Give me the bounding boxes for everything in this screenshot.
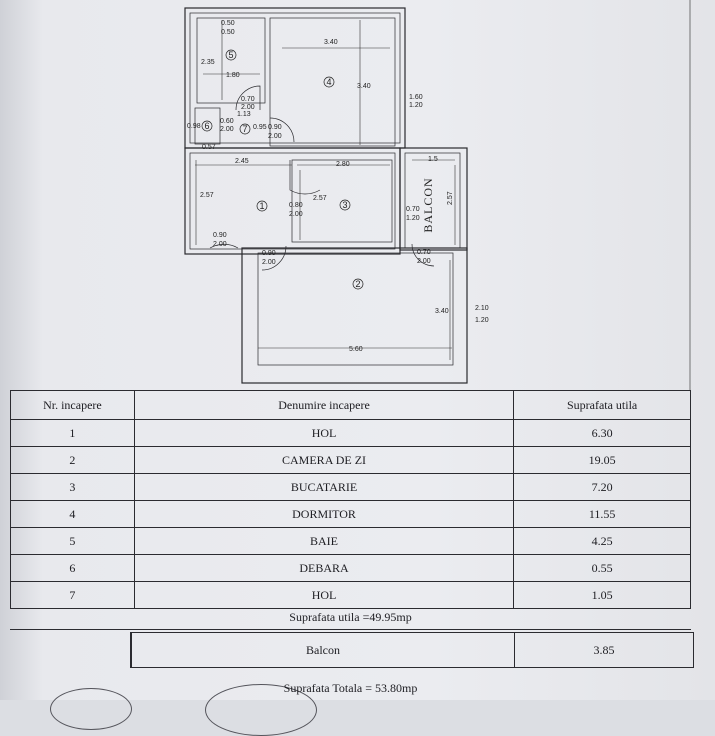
svg-text:0.80: 0.80 bbox=[289, 202, 303, 209]
svg-text:1.5: 1.5 bbox=[428, 156, 438, 163]
svg-text:0.57: 0.57 bbox=[202, 144, 216, 151]
svg-text:5.60: 5.60 bbox=[349, 346, 363, 353]
svg-text:0.90: 0.90 bbox=[213, 232, 227, 239]
svg-text:2.80: 2.80 bbox=[336, 161, 350, 168]
svg-text:0.50: 0.50 bbox=[221, 20, 235, 27]
table-header-row: Nr. incapere Denumire incapere Suprafata… bbox=[10, 390, 691, 420]
svg-text:0.95: 0.95 bbox=[253, 124, 267, 131]
room-markers: 1 2 3 4 5 6 7 bbox=[201, 49, 364, 290]
header-nr: Nr. incapere bbox=[10, 390, 135, 420]
room-number-4: 4 bbox=[326, 77, 331, 87]
svg-text:3.40: 3.40 bbox=[324, 39, 338, 46]
header-suprafata: Suprafata utila bbox=[513, 390, 691, 420]
room-number-3: 3 bbox=[342, 200, 347, 210]
balcon-value: 3.85 bbox=[593, 643, 615, 657]
room-number-6: 6 bbox=[204, 121, 209, 131]
dimension-lines bbox=[195, 20, 456, 360]
svg-text:3.40: 3.40 bbox=[357, 83, 371, 90]
svg-text:1.20: 1.20 bbox=[406, 215, 420, 222]
room-number-1: 1 bbox=[259, 201, 264, 211]
svg-text:2.35: 2.35 bbox=[201, 59, 215, 66]
svg-text:2.00: 2.00 bbox=[262, 259, 276, 266]
svg-text:0.60: 0.60 bbox=[220, 118, 234, 125]
svg-text:2.00: 2.00 bbox=[289, 211, 303, 218]
balcon-label: Balcon bbox=[132, 633, 515, 667]
svg-text:1.80: 1.80 bbox=[226, 72, 240, 79]
rooms-table: Nr. incapere Denumire incapere Suprafata… bbox=[10, 390, 691, 609]
svg-text:0.50: 0.50 bbox=[221, 29, 235, 36]
balcony-label: BALCON bbox=[421, 177, 435, 232]
balcon-row: Balcon 3.85 bbox=[130, 632, 694, 668]
svg-text:1.13: 1.13 bbox=[237, 111, 251, 118]
svg-text:1.20: 1.20 bbox=[475, 317, 489, 324]
svg-text:2.45: 2.45 bbox=[235, 158, 249, 165]
svg-text:0.90: 0.90 bbox=[268, 124, 282, 131]
door-arcs bbox=[209, 85, 435, 271]
suprafata-totala: Suprafata Totala = 53.80mp bbox=[283, 681, 418, 695]
suprafata-utila: Suprafata utila =49.95mp bbox=[10, 605, 691, 630]
svg-text:0.90: 0.90 bbox=[262, 250, 276, 257]
svg-text:2.00: 2.00 bbox=[241, 104, 255, 111]
dimension-texts: 0.50 0.50 2.35 1.80 3.40 3.40 1.60 1.20 … bbox=[187, 20, 489, 353]
svg-text:2.00: 2.00 bbox=[213, 241, 227, 248]
svg-text:2.00: 2.00 bbox=[220, 126, 234, 133]
svg-text:2.10: 2.10 bbox=[475, 305, 489, 312]
walls bbox=[184, 7, 468, 384]
room-number-7: 7 bbox=[242, 124, 247, 134]
header-denumire: Denumire incapere bbox=[133, 390, 515, 420]
svg-text:2.57: 2.57 bbox=[313, 195, 327, 202]
svg-text:2.00: 2.00 bbox=[268, 133, 282, 140]
svg-text:2.00: 2.00 bbox=[417, 258, 431, 265]
room-number-5: 5 bbox=[228, 50, 233, 60]
svg-text:2.57: 2.57 bbox=[447, 191, 454, 205]
floor-plan: 1 2 3 4 5 6 7 BALCON 0.50 0.50 2.35 1.80… bbox=[184, 0, 691, 390]
svg-text:1.60: 1.60 bbox=[409, 94, 423, 101]
svg-text:1.20: 1.20 bbox=[409, 102, 423, 109]
svg-text:0.98: 0.98 bbox=[187, 123, 201, 130]
svg-text:0.70: 0.70 bbox=[406, 206, 420, 213]
svg-text:0.70: 0.70 bbox=[241, 96, 255, 103]
svg-text:0.70: 0.70 bbox=[417, 249, 431, 256]
room-number-2: 2 bbox=[355, 279, 360, 289]
svg-text:2.57: 2.57 bbox=[200, 192, 214, 199]
svg-text:3.40: 3.40 bbox=[435, 308, 449, 315]
